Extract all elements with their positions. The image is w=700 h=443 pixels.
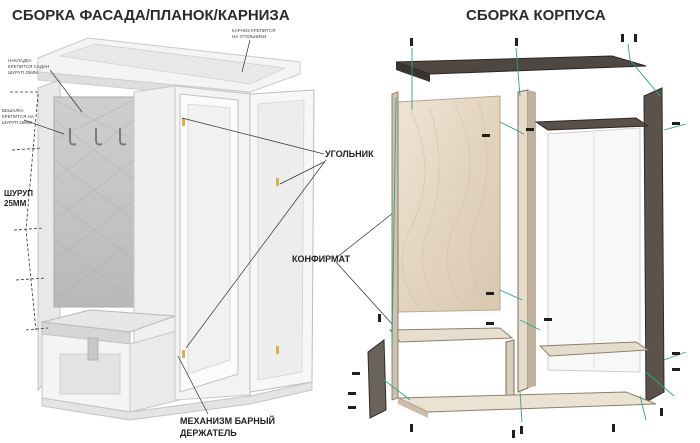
back-panel <box>397 95 501 313</box>
shurup-size-label: 25MM <box>4 199 27 208</box>
top-panel <box>395 55 647 75</box>
ugolnik-label: УГОЛЬНИК <box>325 149 374 159</box>
svg-text:КРЕПИТСЯ НА: КРЕПИТСЯ НА <box>2 114 34 119</box>
coat-hooks <box>69 128 127 146</box>
svg-text:КРЕПИТСЯ САДАН: КРЕПИТСЯ САДАН <box>8 64 49 69</box>
cabinet-white <box>37 37 315 421</box>
upper-shelf <box>534 117 650 131</box>
bench-shelf <box>388 327 514 343</box>
svg-text:НА УГОЛЬНИКИ: НА УГОЛЬНИКИ <box>232 34 266 39</box>
svg-text:ВЕШАЛКА: ВЕШАЛКА <box>2 108 24 113</box>
mechanism-label: МЕХАНИЗМ БАРНЫЙ <box>180 415 275 426</box>
body-assembly <box>367 55 665 419</box>
shurup-label: ШУРУП <box>4 189 33 198</box>
svg-text:ШУРУП 25ММ: ШУРУП 25ММ <box>2 120 32 125</box>
left-title: СБОРКА ФАСАДА/ПЛАНОК/КАРНИЗА <box>12 7 290 24</box>
lower-shelf-right <box>538 341 650 357</box>
konfirmat-label: КОНФИРМАТ <box>292 254 351 264</box>
svg-text:НАКЛАДКА: НАКЛАДКА <box>8 58 32 63</box>
right-side-panel <box>643 87 665 403</box>
svg-text:ШУРУП 25ММ: ШУРУП 25ММ <box>8 70 38 75</box>
mechanism-label-2: ДЕРЖАТЕЛЬ <box>180 428 237 438</box>
screw-markers <box>348 34 680 438</box>
svg-text:КАРНИЗ КРЕПИТСЯ: КАРНИЗ КРЕПИТСЯ <box>232 28 275 33</box>
assembly-guide-lines <box>383 43 687 423</box>
small-side-panel <box>367 339 387 419</box>
quilted-back-panel <box>53 96 135 308</box>
left-tiny-notes: НАКЛАДКА КРЕПИТСЯ САДАН ШУРУП 25ММ ВЕШАЛ… <box>2 28 275 125</box>
right-title: СБОРКА КОРПУСА <box>466 7 606 24</box>
screw-guides-left <box>10 91 49 331</box>
bottom-panel <box>397 391 657 413</box>
middle-divider <box>517 89 529 393</box>
